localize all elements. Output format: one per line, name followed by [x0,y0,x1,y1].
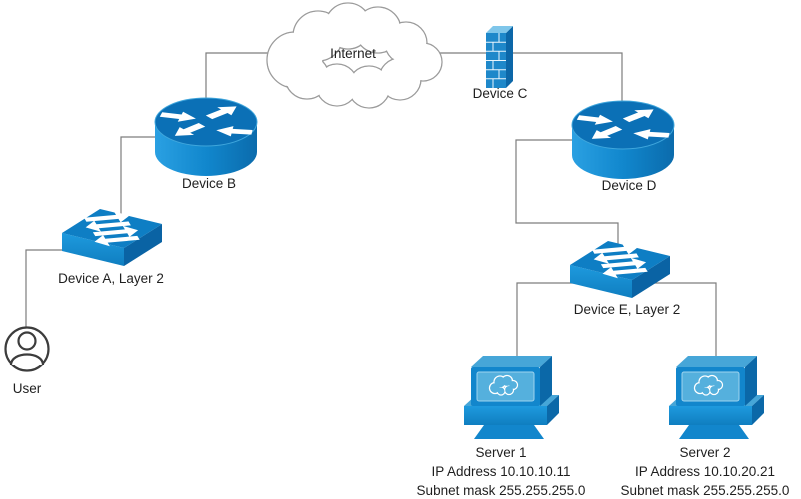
server-icon-server-2 [668,355,765,440]
server-icon-server-1 [463,355,560,440]
device-c-label: Device C [472,86,528,101]
connection-user-device-a [25,249,66,332]
connection-device-d-device-e [515,139,619,247]
device-b-label: Device B [181,176,237,191]
user-label: User [12,381,42,396]
device-d-label: Device D [601,178,657,193]
user-icon [4,326,50,372]
firewall-icon-device-c [485,25,514,89]
server-1-subnet: Subnet mask 255.255.255.0 [416,483,586,498]
router-icon-device-b [154,97,258,177]
server-1-ip: IP Address 10.10.10.11 [431,464,571,479]
server-2-name: Server 2 [679,445,731,460]
connection-device-e-server-1 [516,282,575,360]
connection-device-e-server-2 [652,282,717,360]
router-icon-device-d [571,100,675,180]
layer2-switch-icon-device-e [570,241,670,298]
server-2-label-block: Server 2 IP Address 10.10.20.21 Subnet m… [621,443,790,499]
server-1-label-block: Server 1 IP Address 10.10.10.11 Subnet m… [417,443,586,499]
server-1-name: Server 1 [475,445,527,460]
device-a-label: Device A, Layer 2 [58,271,164,286]
internet-label: Internet [330,46,376,61]
device-e-label: Device E, Layer 2 [573,302,681,317]
server-2-ip: IP Address 10.10.20.21 [634,464,776,479]
internet-cloud-icon [266,2,443,109]
server-2-subnet: Subnet mask 255.255.255.0 [620,483,790,498]
connection-device-b-internet [205,52,270,101]
layer2-switch-icon-device-a [62,209,162,266]
connection-device-a-device-b [120,136,160,218]
